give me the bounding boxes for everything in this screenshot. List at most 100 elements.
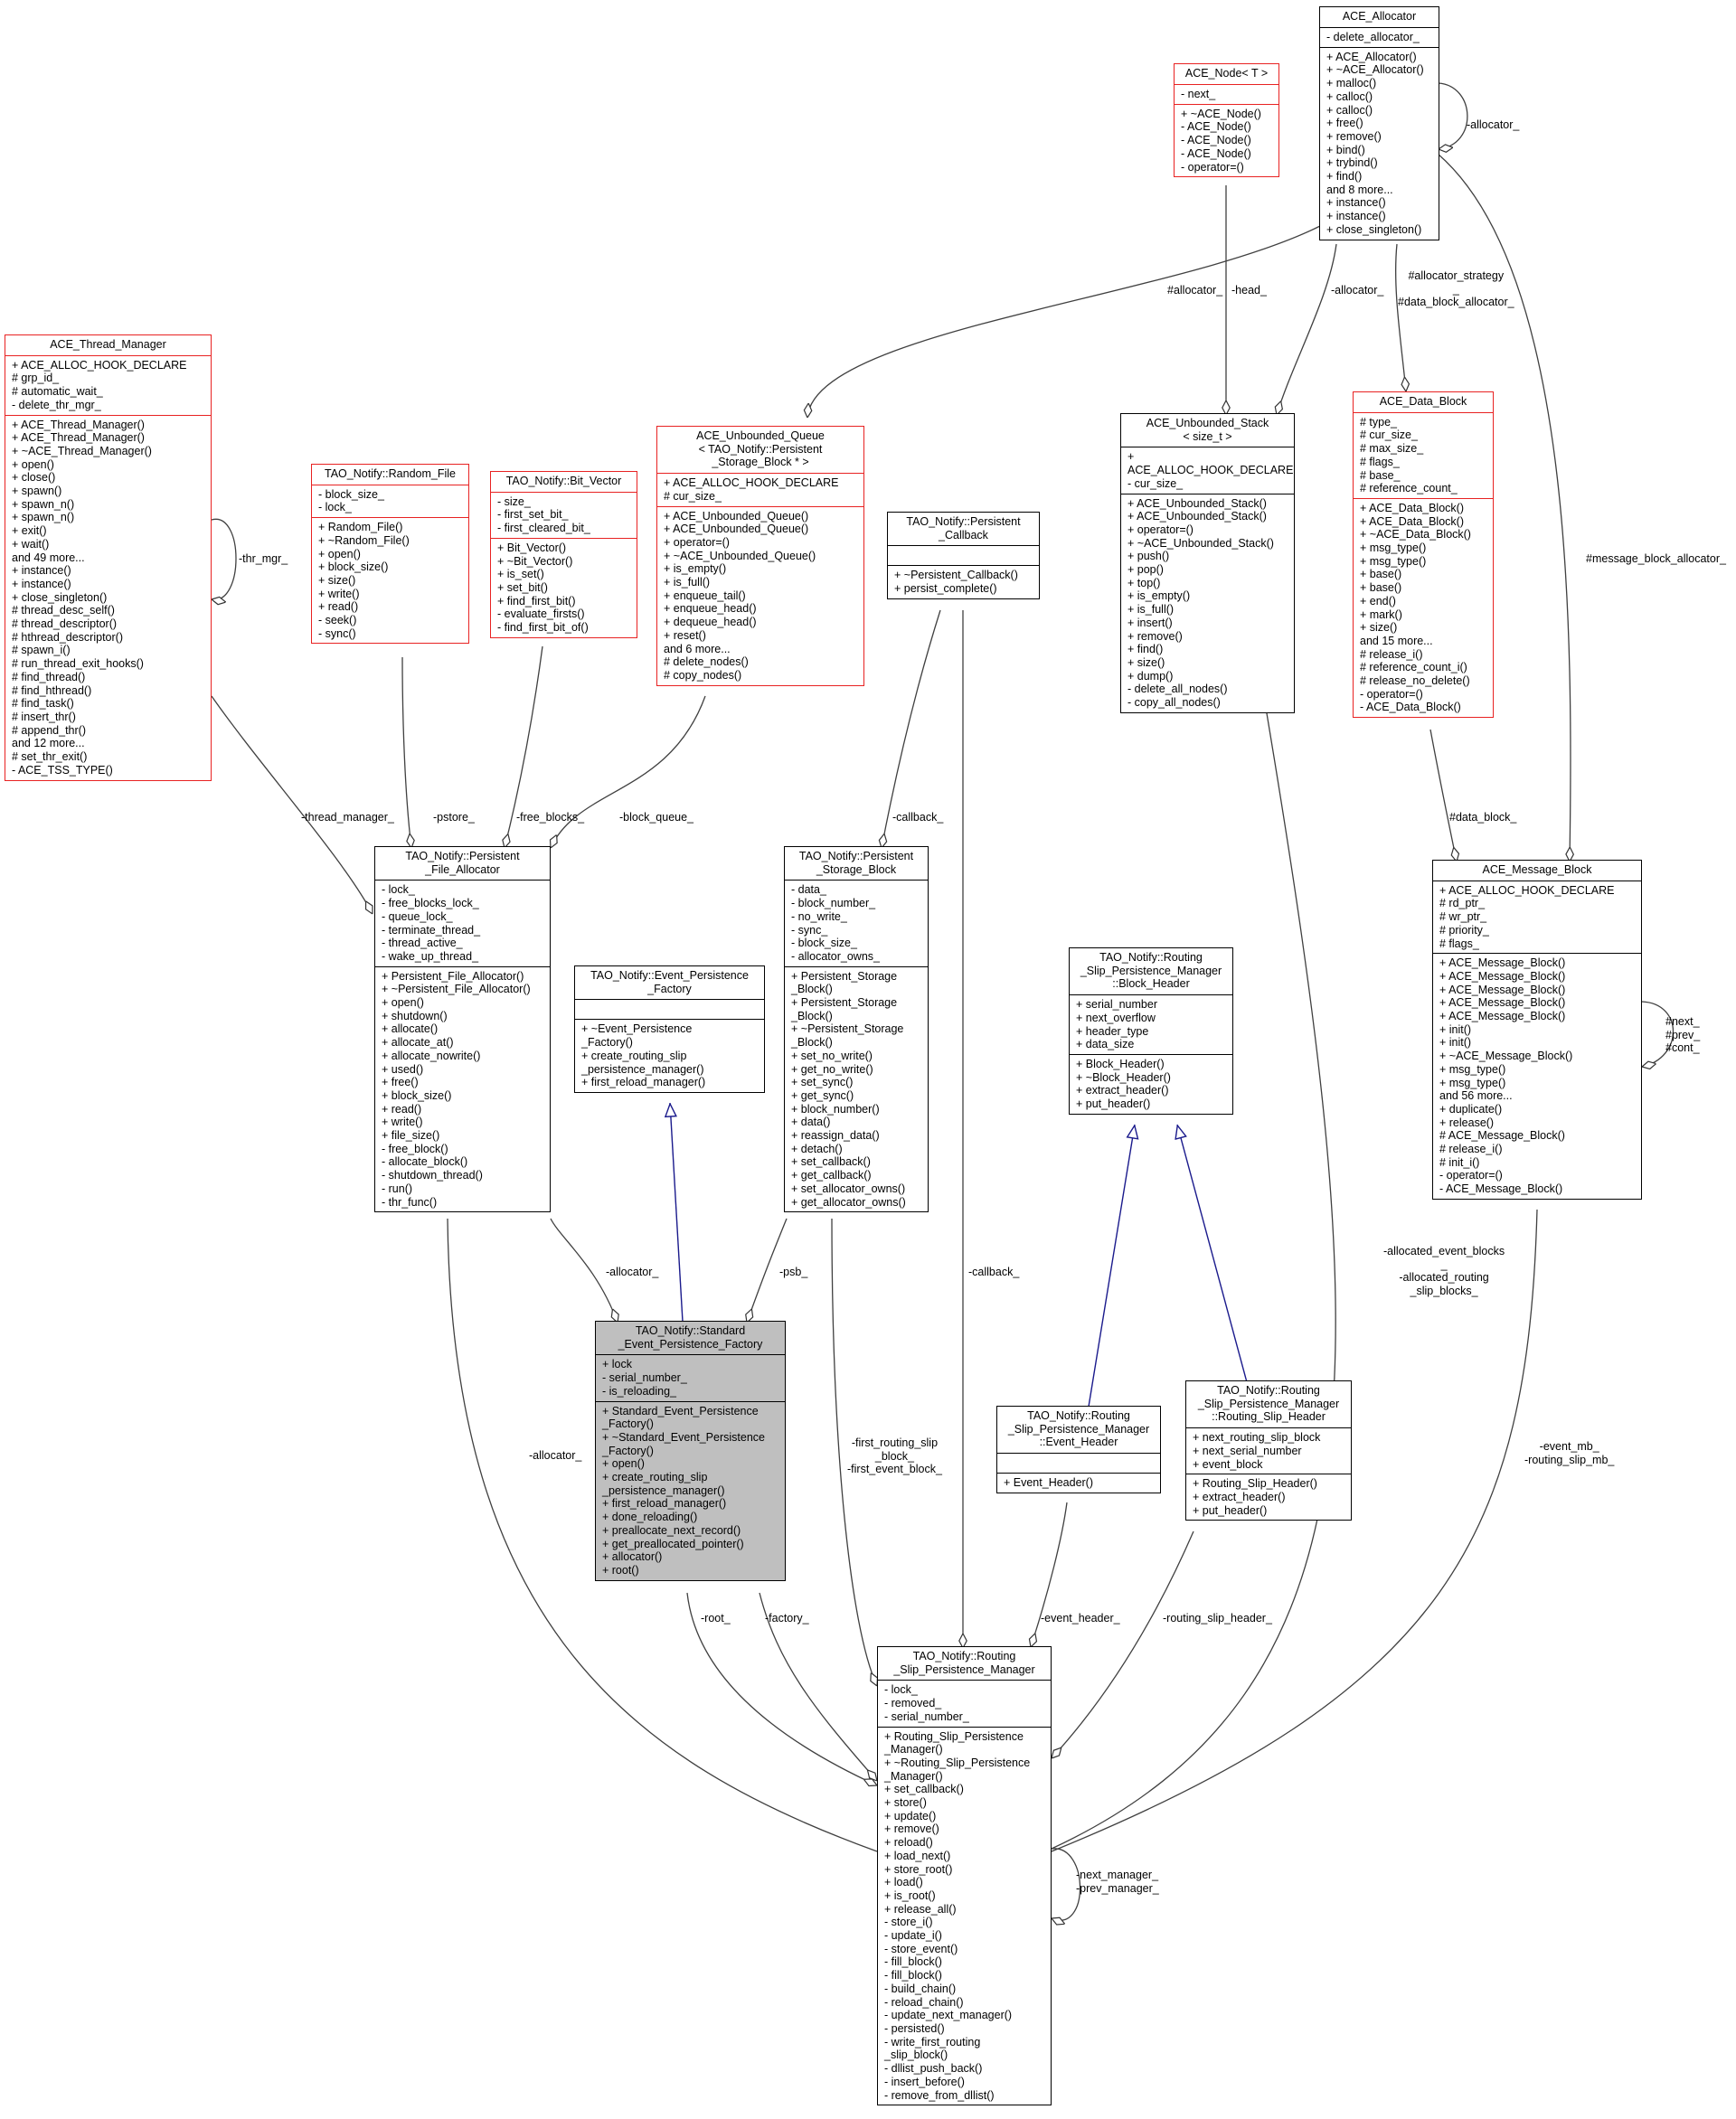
class-persistent-callback[interactable]: TAO_Notify::Persistent _Callback+ ~Persi… <box>887 512 1040 599</box>
method: and 15 more... <box>1360 634 1433 647</box>
method: - sync() <box>318 626 356 640</box>
method: + Persistent_Storage _Block() <box>791 969 898 996</box>
method: - seek() <box>318 614 357 627</box>
class-standard-event-persistence-factory[interactable]: TAO_Notify::Standard _Event_Persistence_… <box>595 1321 786 1581</box>
edge-allocator-strategy <box>1395 243 1406 391</box>
method: - store_i() <box>884 1916 933 1929</box>
method: + put_header() <box>1193 1503 1268 1517</box>
method: and 6 more... <box>664 642 731 655</box>
method: - find_first_bit_of() <box>497 621 589 635</box>
methods-compartment: + ACE_Unbounded_Stack()+ ACE_Unbounded_S… <box>1121 493 1294 712</box>
method: # release_no_delete() <box>1360 674 1470 688</box>
label-head: -head_ <box>1231 284 1267 297</box>
class-title: TAO_Notify::Routing _Slip_Persistence_Ma… <box>1080 951 1222 991</box>
label-callback-psb: -callback_ <box>892 811 944 824</box>
class-title: TAO_Notify::Persistent _Storage_Block <box>798 850 914 876</box>
method: + extract_header() <box>1193 1490 1286 1503</box>
class-persistent-storage-block[interactable]: TAO_Notify::Persistent _Storage_Block- d… <box>784 846 929 1213</box>
class-ace-data-block[interactable]: ACE_Data_Block# type_# cur_size_# max_si… <box>1353 391 1494 719</box>
method: - thr_func() <box>382 1195 438 1209</box>
methods-compartment: + ACE_Allocator()+ ~ACE_Allocator()+ mal… <box>1320 46 1439 240</box>
methods-compartment: + Random_File()+ ~Random_File()+ open()+… <box>312 517 468 643</box>
attribute: - size_ <box>497 494 531 508</box>
method: # find_task() <box>12 697 74 711</box>
attribute: - serial_number_ <box>602 1371 687 1385</box>
label-manager-allocator: -allocator_ <box>529 1449 582 1462</box>
methods-compartment: + Routing_Slip_Header()+ extract_header(… <box>1186 1474 1351 1520</box>
method: + ACE_Unbounded_Stack() <box>1127 510 1267 523</box>
class-random-file[interactable]: TAO_Notify::Random_File- block_size_- lo… <box>311 464 469 645</box>
class-bit-vector[interactable]: TAO_Notify::Bit_Vector- size_- first_set… <box>490 471 637 638</box>
attribute: # base_ <box>1360 468 1401 482</box>
method: - ACE_Node() <box>1181 134 1251 147</box>
attribute: # rd_ptr_ <box>1439 897 1486 910</box>
method: # init_i() <box>1439 1155 1480 1169</box>
class-block-header[interactable]: TAO_Notify::Routing _Slip_Persistence_Ma… <box>1069 947 1233 1115</box>
label-allocated-blocks: -allocated_event_blocks _ -allocated_rou… <box>1383 1245 1505 1297</box>
method: + insert() <box>1127 616 1173 629</box>
method: + ~ACE_Message_Block() <box>1439 1050 1573 1063</box>
method: + ACE_Message_Block() <box>1439 969 1566 983</box>
method: + Random_File() <box>318 521 403 534</box>
method: + init() <box>1439 1022 1472 1036</box>
method: # set_thr_exit() <box>12 750 88 764</box>
method: # copy_nodes() <box>664 668 742 682</box>
method: - operator=() <box>1181 160 1244 174</box>
class-routing-slip-header[interactable]: TAO_Notify::Routing _Slip_Persistence_Ma… <box>1185 1380 1352 1521</box>
label-event-header: -event_header_ <box>1041 1612 1120 1625</box>
edge-root <box>686 1592 877 1785</box>
method: - update_i() <box>884 1929 942 1943</box>
method: + ACE_Message_Block() <box>1439 1010 1566 1023</box>
attributes-compartment <box>575 999 764 1019</box>
method: + instance() <box>1326 210 1386 223</box>
label-allocator-strategy: #allocator_strategy _ #data_block_alloca… <box>1398 269 1514 308</box>
label-block-queue: -block_queue_ <box>619 811 694 824</box>
class-title: TAO_Notify::Standard _Event_Persistence_… <box>618 1324 763 1351</box>
method: - write_first_routing _slip_block() <box>884 2035 981 2062</box>
class-routing-slip-persistence-manager[interactable]: TAO_Notify::Routing _Slip_Persistence_Ma… <box>877 1646 1052 2106</box>
method: + exit() <box>12 524 47 538</box>
class-ace-message-block[interactable]: ACE_Message_Block+ ACE_ALLOC_HOOK_DECLAR… <box>1432 860 1642 1200</box>
method: - operator=() <box>1360 687 1423 701</box>
method: and 56 more... <box>1439 1089 1513 1103</box>
method: + block_size() <box>318 560 389 574</box>
method: + ~ACE_Thread_Manager() <box>12 444 152 457</box>
class-unbounded-stack[interactable]: ACE_Unbounded_Stack < size_t >+ ACE_ALLO… <box>1120 413 1295 713</box>
method: + Persistent_File_Allocator() <box>382 969 524 983</box>
class-ace-allocator[interactable]: ACE_Allocator- delete_allocator_+ ACE_Al… <box>1319 6 1439 240</box>
edge-manager-allocator <box>447 1218 878 1852</box>
label-routing-slip-header: -routing_slip_header_ <box>1163 1612 1272 1625</box>
attribute: - allocator_owns_ <box>791 949 880 963</box>
class-event-header[interactable]: TAO_Notify::Routing _Slip_Persistence_Ma… <box>996 1406 1161 1494</box>
method: # insert_thr() <box>12 710 76 723</box>
method: + get_preallocated_pointer() <box>602 1537 744 1550</box>
method: + close() <box>12 471 56 485</box>
method: + msg_type() <box>1439 1062 1506 1076</box>
method: + is_set() <box>497 568 544 581</box>
attributes-compartment: + next_routing_slip_block+ next_serial_n… <box>1186 1427 1351 1474</box>
class-unbounded-queue[interactable]: ACE_Unbounded_Queue < TAO_Notify::Persis… <box>656 426 864 686</box>
class-title: TAO_Notify::Routing _Slip_Persistence_Ma… <box>1197 1384 1340 1424</box>
class-ace-thread-manager[interactable]: ACE_Thread_Manager+ ACE_ALLOC_HOOK_DECLA… <box>5 334 212 781</box>
methods-compartment: + Block_Header()+ ~Block_Header()+ extra… <box>1070 1053 1232 1114</box>
method: - dllist_push_back() <box>884 2062 983 2076</box>
method: + mark() <box>1360 607 1402 621</box>
method: + push() <box>1127 550 1170 563</box>
method: + set_sync() <box>791 1076 854 1089</box>
method: + is_empty() <box>664 562 727 576</box>
label-hash-allocator: #allocator_ <box>1167 284 1223 297</box>
attribute: - is_reloading_ <box>602 1384 676 1398</box>
method: - build_chain() <box>884 1982 957 1995</box>
class-title: ACE_Unbounded_Stack < size_t > <box>1146 417 1269 443</box>
attribute: # type_ <box>1360 415 1398 429</box>
attribute: # reference_count_ <box>1360 482 1458 495</box>
attributes-compartment: + ACE_ALLOC_HOOK_DECLARE# cur_size_ <box>657 473 863 505</box>
attribute: - sync_ <box>791 923 828 937</box>
class-event-persistence-factory[interactable]: TAO_Notify::Event_Persistence _Factory+ … <box>574 965 765 1093</box>
class-ace-node[interactable]: ACE_Node< T >- next_+ ~ACE_Node()- ACE_N… <box>1174 63 1279 178</box>
class-persistent-file-allocator[interactable]: TAO_Notify::Persistent _File_Allocator- … <box>374 846 551 1213</box>
attributes-compartment: - size_- first_set_bit_- first_cleared_b… <box>491 491 637 538</box>
method: + ACE_Thread_Manager() <box>12 418 145 431</box>
attribute: - thread_active_ <box>382 937 463 950</box>
method: + bind() <box>1326 143 1365 156</box>
